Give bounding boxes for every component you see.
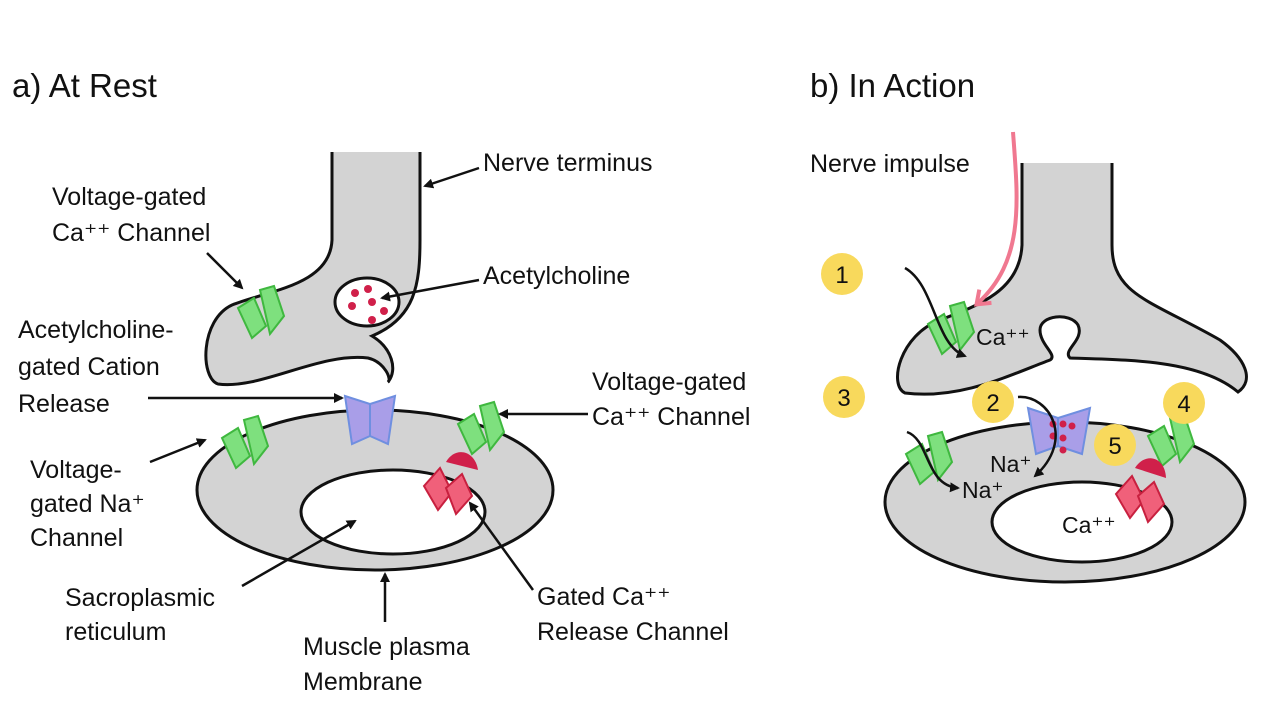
label-vg-ca-top-2: Ca⁺⁺ Channel xyxy=(52,219,210,247)
nerve-impulse-arrow xyxy=(974,131,1019,307)
step-badge-3: 3 xyxy=(823,376,865,418)
label-acetylcholine: Acetylcholine xyxy=(483,262,630,290)
arrow xyxy=(423,166,480,189)
label-vg-na-3: Channel xyxy=(30,524,123,552)
acetylcholine-molecules xyxy=(348,285,388,324)
label-nerve-terminus: Nerve terminus xyxy=(483,149,653,177)
panel-a-title: a) At Rest xyxy=(12,67,157,104)
arrow xyxy=(241,519,357,588)
arrow xyxy=(468,501,535,591)
step-badge-2: 2 xyxy=(972,381,1014,423)
arrow xyxy=(149,438,207,464)
label-sr: Sacroplasmic xyxy=(65,584,215,612)
label-ach-gated: Acetylcholine- xyxy=(18,316,174,344)
label-vg-ca-right: Voltage-gated xyxy=(592,368,746,396)
step-badge-1: 1 xyxy=(821,253,863,295)
label-membrane-2: Membrane xyxy=(303,668,423,696)
label-vg-na-2: gated Na⁺ xyxy=(30,490,145,518)
label-membrane: Muscle plasma xyxy=(303,633,470,661)
label-ach-gated-2: gated Cation xyxy=(18,353,160,381)
step-badge-4: 4 xyxy=(1163,382,1205,424)
ca-influx-arrow xyxy=(904,266,967,358)
ion-ca-sr: Ca⁺⁺ xyxy=(1062,512,1116,538)
label-release-channel: Gated Ca⁺⁺ xyxy=(537,583,670,611)
arrow xyxy=(206,252,244,290)
label-sr-2: reticulum xyxy=(65,618,166,646)
label-nerve-impulse: Nerve impulse xyxy=(810,150,970,178)
step-badge-5: 5 xyxy=(1094,424,1136,466)
svg-text:4: 4 xyxy=(1177,391,1190,418)
arrow xyxy=(380,278,480,302)
label-vg-na: Voltage- xyxy=(30,456,122,484)
svg-text:1: 1 xyxy=(835,262,848,289)
na-influx-arrow xyxy=(906,430,960,493)
ach-gated-cation-channel xyxy=(343,394,397,446)
label-release-channel-2: Release Channel xyxy=(537,618,729,646)
label-vg-ca-top: Voltage-gated xyxy=(52,183,206,211)
label-ach-gated-3: Release xyxy=(18,390,110,418)
ion-ca-terminal: Ca⁺⁺ xyxy=(976,324,1030,350)
svg-text:2: 2 xyxy=(986,390,999,417)
channel-link xyxy=(446,452,478,470)
ion-na-channel: Na⁺ xyxy=(990,451,1032,477)
panel-b-title: b) In Action xyxy=(810,67,975,104)
nerve-terminus xyxy=(204,152,422,387)
ion-na-influx: Na⁺ xyxy=(962,477,1004,503)
channel-link-active xyxy=(1135,458,1166,478)
na-channel-arrow xyxy=(1017,395,1057,478)
svg-text:5: 5 xyxy=(1108,433,1121,460)
label-vg-ca-right-2: Ca⁺⁺ Channel xyxy=(592,403,750,431)
nerve-terminus-active xyxy=(896,163,1248,396)
svg-text:3: 3 xyxy=(837,385,850,412)
ach-gated-cation-channel-active xyxy=(1026,406,1092,456)
